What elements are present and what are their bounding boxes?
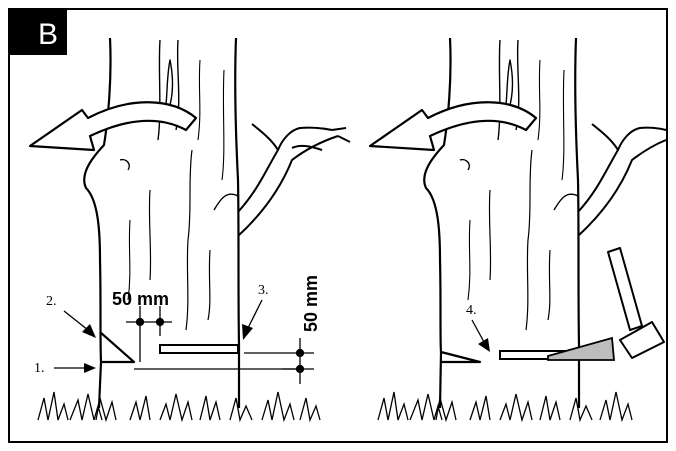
panel-badge-box bbox=[9, 9, 67, 55]
panel-badge: B bbox=[38, 18, 58, 51]
step-label-4: 4. bbox=[466, 303, 477, 318]
tree-branch-left bbox=[213, 123, 351, 237]
grass bbox=[37, 391, 633, 423]
felling-direction-arrow-right bbox=[368, 101, 538, 152]
step-label-3: 3. bbox=[258, 283, 269, 298]
left-panel: 50 mm 50 mm 1. 2. 3. bbox=[28, 37, 351, 409]
step-label-2: 2. bbox=[46, 294, 57, 309]
figure-frame bbox=[8, 8, 668, 443]
tree-branch-right bbox=[553, 123, 667, 237]
pointer-step-1-head bbox=[84, 363, 96, 373]
pointer-step-3-head bbox=[242, 324, 253, 340]
pointer-step-4-head bbox=[478, 338, 490, 352]
pointer-step-2-head bbox=[82, 324, 96, 338]
hammer-icon bbox=[607, 247, 665, 359]
felling-wedge bbox=[547, 336, 615, 361]
pointer-step-4 bbox=[471, 319, 485, 343]
pointer-step-3 bbox=[247, 299, 263, 329]
dimension-horizontal bbox=[126, 306, 172, 362]
dimension-label-vertical: 50 mm bbox=[301, 275, 321, 332]
step-label-1: 1. bbox=[34, 361, 45, 376]
right-panel: 4. bbox=[368, 37, 667, 409]
dimension-vertical bbox=[244, 338, 314, 384]
back-cut-board bbox=[159, 344, 239, 354]
felling-direction-arrow-left bbox=[28, 101, 198, 152]
pointer-step-2 bbox=[63, 310, 89, 331]
dimension-label-horizontal: 50 mm bbox=[112, 289, 169, 309]
